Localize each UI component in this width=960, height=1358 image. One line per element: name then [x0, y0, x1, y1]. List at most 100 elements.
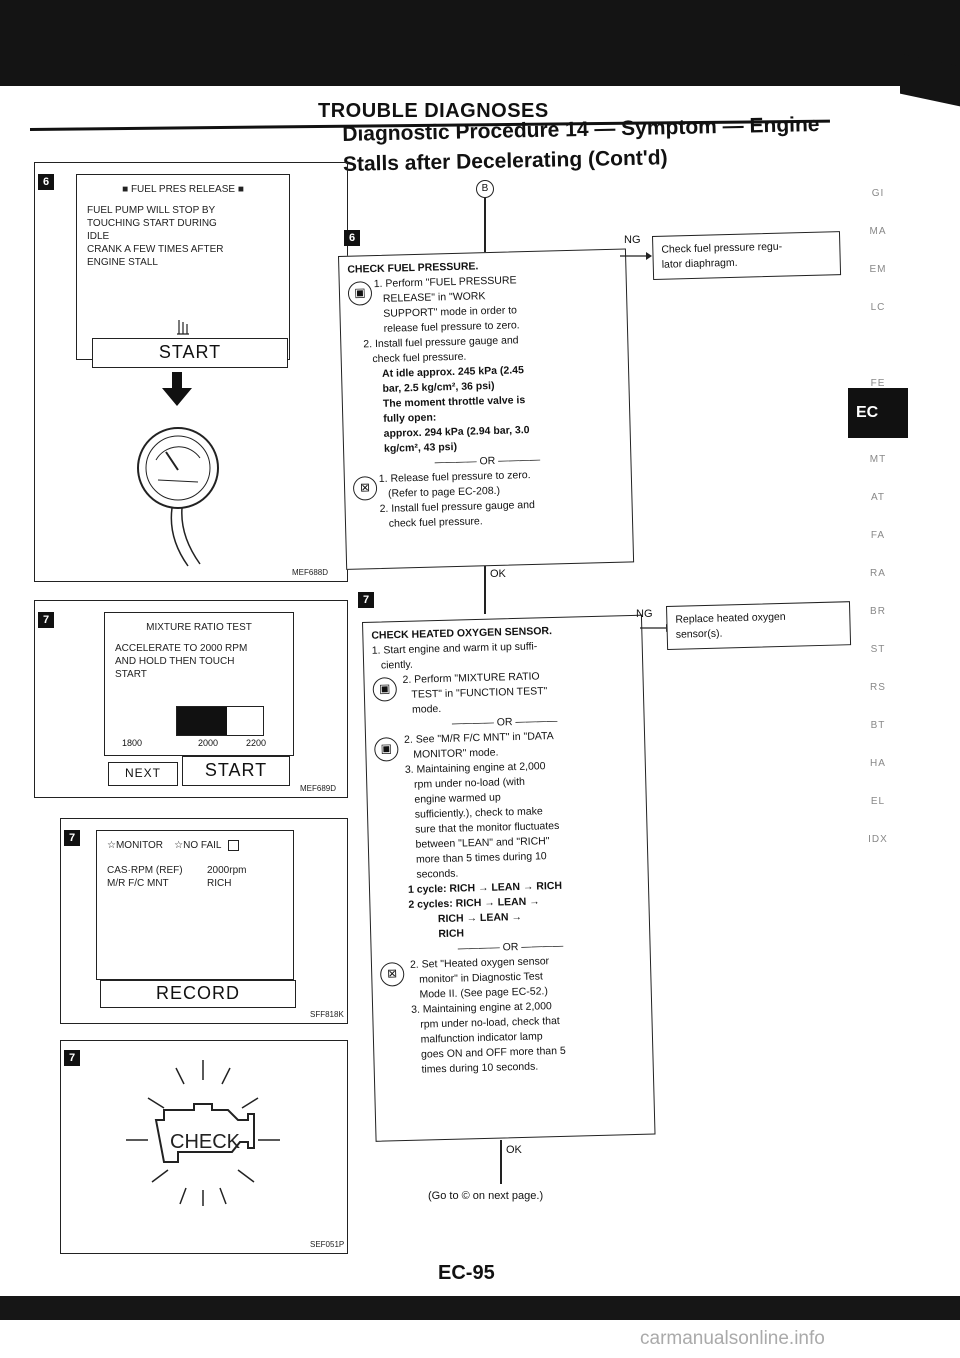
section-tab-st[interactable]: ST [870, 644, 886, 655]
alt-section: ⊠ 1. Release fuel pressure to zero. (Ref… [352, 466, 624, 533]
connector-label: B [476, 180, 494, 198]
rpm-bar-gauge [176, 706, 264, 736]
step-badge: 7 [38, 612, 54, 628]
ng-label: NG [624, 234, 641, 246]
section-title: TROUBLE DIAGNOSES [318, 100, 549, 122]
no-fail-label: ☆NO FAIL [174, 840, 222, 851]
screen-line: ACCELERATE TO 2000 RPM [115, 643, 248, 654]
screen-title: ■ FUEL PRES RELEASE ■ [122, 184, 244, 195]
section-tab-ra[interactable]: RA [870, 568, 886, 579]
procedure-title-line1: Diagnostic Procedure 14 — Symptom — Engi… [342, 113, 820, 146]
tool-icon: ⊠ [352, 472, 381, 533]
ok-label: OK [490, 568, 506, 580]
step-badge: 7 [64, 1050, 80, 1066]
next-button[interactable]: NEXT [108, 762, 178, 786]
monitor-item-name: M/R F/C MNT [107, 878, 169, 889]
start-button[interactable]: START [182, 756, 290, 786]
check-engine-lamp-icon: CHECK [126, 1060, 280, 1206]
ng-label: NG [636, 608, 653, 620]
section-tab-ec-active[interactable]: EC [848, 388, 908, 438]
section-tab-at[interactable]: AT [870, 492, 886, 503]
screen-title: MIXTURE RATIO TEST [146, 622, 252, 633]
or-label: OR [479, 454, 496, 468]
connector-b-icon: B [476, 178, 494, 198]
consult-section: ▣ 1. Perform "FUEL PRESSURE RELEASE" in … [347, 271, 619, 323]
monitor-section: ▣ 2. See "M/R F/C MNT" in "DATA MONITOR"… [374, 727, 641, 944]
or-label: OR [502, 941, 519, 954]
monitor-item-name: CAS·RPM (REF) [107, 865, 183, 876]
down-arrow-icon [162, 372, 192, 406]
monitor-item-value: RICH [207, 878, 232, 889]
rpm-scale-max: 2200 [246, 738, 267, 748]
section-tab-fa[interactable]: FA [870, 530, 886, 541]
consult-screen-fuel-pres: ■ FUEL PRES RELEASE ■ FUEL PUMP WILL STO… [76, 174, 290, 360]
section-tab-ma[interactable]: MA [869, 226, 887, 237]
bottom-black-bar [0, 1296, 960, 1320]
section-tab-bt[interactable]: BT [870, 720, 886, 731]
rpm-scale-min: 1800 [122, 738, 143, 748]
panel-check-engine-lamp [60, 1040, 348, 1254]
start-button[interactable]: START [92, 338, 288, 368]
action-line: lator diaphragm. [661, 256, 738, 271]
ng-action-box: Replace heated oxygen sensor(s). [666, 601, 852, 650]
alt-section: ⊠ 2. Set "Heated oxygen sensor monitor" … [379, 952, 645, 1079]
top-black-bar [0, 0, 960, 86]
lamp-text: CHECK [170, 1131, 241, 1153]
section-tab-lc[interactable]: LC [870, 302, 886, 313]
section-tab-em[interactable]: EM [869, 264, 887, 275]
screen-line: TOUCHING START DURING [87, 218, 217, 229]
section-tab-rs[interactable]: RS [870, 682, 886, 693]
spec-section: At idle approx. 245 kPa (2.45 bar, 2.5 k… [350, 361, 622, 458]
consult-screen-data-monitor: ☆MONITOR ☆NO FAIL CAS·RPM (REF) 2000rpm … [96, 830, 294, 980]
consult-icon: ▣ [372, 673, 403, 719]
monitor-header: ☆MONITOR ☆NO FAIL [107, 839, 283, 852]
action-line: sensor(s). [675, 627, 723, 641]
monitor-item-value: 2000rpm [207, 865, 247, 876]
panel-mixture-ratio-test [34, 600, 348, 798]
rpm-bar-fill [177, 707, 227, 735]
figure-code: MEF689D [300, 784, 337, 793]
figure-code: SEF051P [310, 1240, 345, 1249]
section-tab-fe[interactable]: FE [870, 378, 886, 389]
consult-section: ▣ 2. Perform "MIXTURE RATIO TEST" in "FU… [372, 667, 635, 719]
procedure-title-line2: Stalls after Decelerating (Cont'd) [342, 146, 668, 176]
step-badge: 6 [38, 174, 54, 190]
procedure-title: Diagnostic Procedure 14 — Symptom — Engi… [342, 110, 820, 180]
section-tab-ha[interactable]: HA [870, 758, 886, 769]
fuel-pressure-gauge-icon [137, 427, 219, 567]
section-tab-idx[interactable]: IDX [868, 834, 888, 845]
ok-label: OK [506, 1144, 522, 1156]
step-badge: 7 [358, 592, 374, 608]
panel-data-monitor [60, 818, 348, 1024]
screen-line: START [115, 669, 147, 680]
touch-finger-icon [177, 320, 189, 335]
rpm-scale-mid: 2000 [198, 738, 219, 748]
section-tab-el[interactable]: EL [870, 796, 886, 807]
screen-line: AND HOLD THEN TOUCH [115, 656, 235, 667]
ng-action-box: Check fuel pressure regu- lator diaphrag… [652, 231, 842, 280]
figure-code: MEF688D [292, 568, 329, 577]
step-badge: 7 [64, 830, 80, 846]
section-tab-list: GI MA EM LC FE CL MT AT FA RA BR ST RS B… [848, 175, 908, 859]
monitor-row: M/R F/C MNT RICH [107, 877, 283, 890]
check-fuel-pressure-box: CHECK FUEL PRESSURE. ▣ 1. Perform "FUEL … [338, 248, 635, 570]
check-heated-oxygen-sensor-box: CHECK HEATED OXYGEN SENSOR. 1. Start eng… [362, 614, 656, 1142]
monitor-label: ☆MONITOR [107, 840, 164, 851]
figure-code: SFF818K [310, 1010, 344, 1019]
watermark: carmanualsonline.info [640, 1328, 825, 1349]
section-tab-br[interactable]: BR [870, 606, 886, 617]
screen-line: IDLE [87, 231, 110, 242]
screen-line: ENGINE STALL [87, 257, 158, 268]
monitor-row: CAS·RPM (REF) 2000rpm [107, 864, 283, 877]
page-number: EC-95 [438, 1262, 495, 1284]
flow-arrow [484, 198, 486, 252]
flow-arrow [500, 1140, 502, 1184]
ng-arrow-icon [620, 252, 652, 260]
section-tab-gi[interactable]: GI [871, 188, 885, 199]
instruction-line: check fuel pressure. [379, 515, 483, 530]
tool-icon: ⊠ [379, 958, 413, 1079]
record-button[interactable]: RECORD [100, 980, 296, 1008]
flow-arrow [484, 566, 486, 614]
goto-next-page: (Go to © on next page.) [428, 1190, 544, 1202]
section-tab-mt[interactable]: MT [869, 454, 887, 465]
